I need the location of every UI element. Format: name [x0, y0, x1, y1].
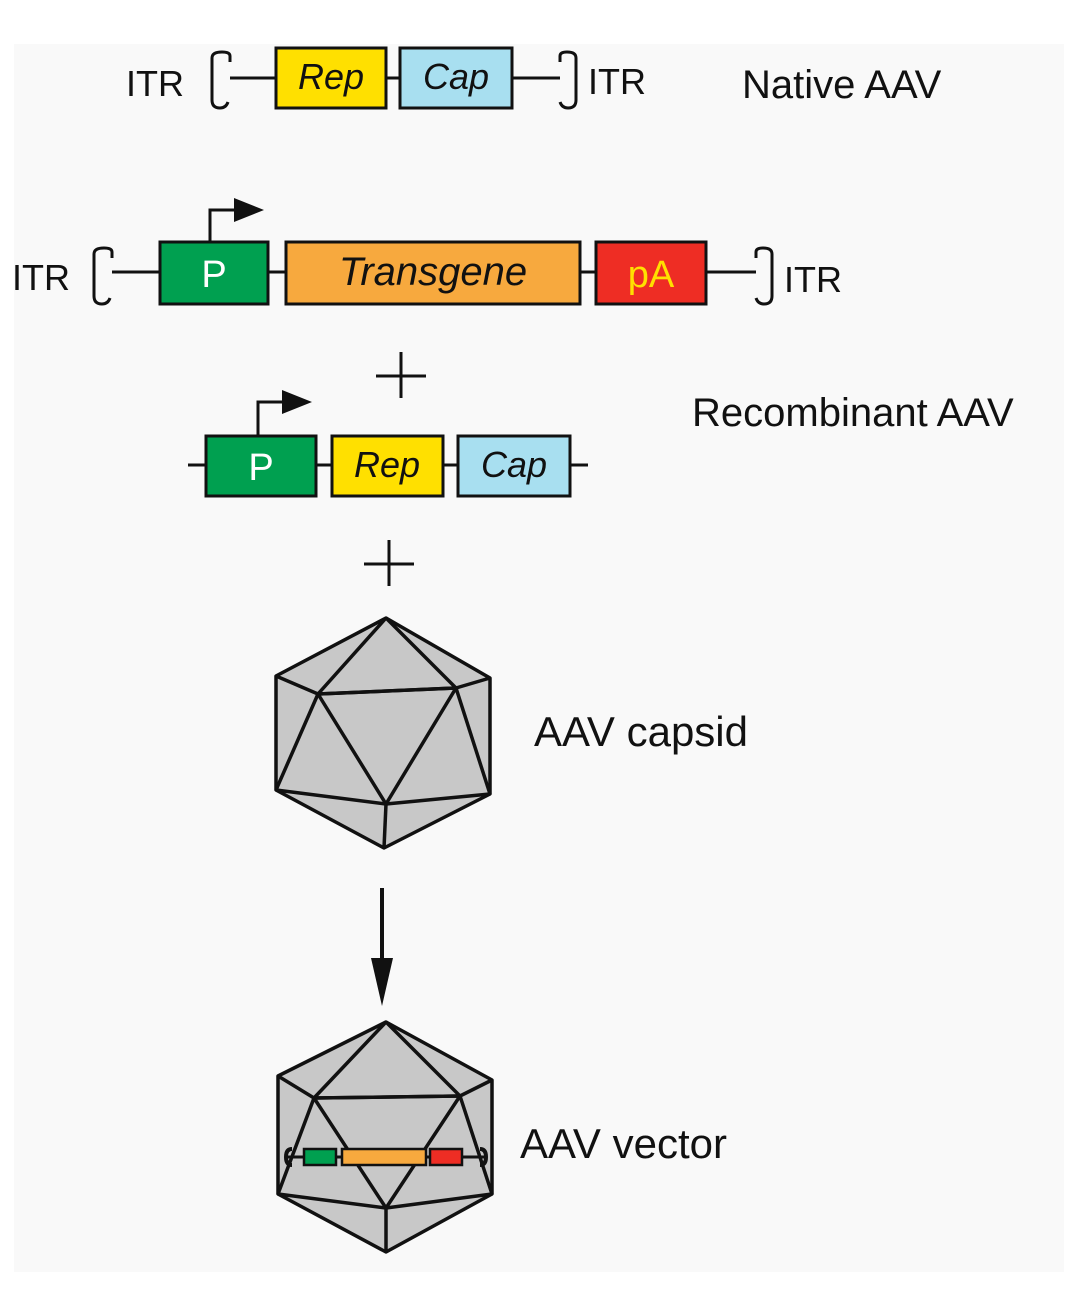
transgene-construct: [92, 198, 774, 306]
transgene-label: Transgene: [339, 250, 527, 294]
polya-box: [594, 240, 708, 306]
down-arrow-icon: [371, 888, 393, 1006]
packaged-transgene-box: [340, 1147, 428, 1167]
helper-rep-label: Rep: [354, 444, 420, 485]
packaged-promoter-box: [302, 1147, 338, 1167]
capsid-icosahedron-icon: [274, 616, 492, 850]
helper-construct: [188, 390, 588, 467]
transgene-itr-left-label: ITR: [12, 257, 70, 298]
native-itr-right-label: ITR: [588, 61, 646, 102]
helper-cap-box: [456, 434, 572, 498]
promoter-arrow-icon: [256, 390, 312, 436]
helper-promoter-label: P: [248, 447, 273, 489]
plus-sign-1: [376, 352, 426, 398]
promoter-arrow-icon: [208, 198, 264, 242]
helper-cap-label: Cap: [481, 444, 547, 485]
capsid-label: AAV capsid: [534, 708, 748, 755]
helper-rep-box: [330, 434, 445, 498]
transgene-box: [284, 240, 582, 306]
native-rep-label: Rep: [298, 56, 364, 97]
itr-left-hairpin-icon: [92, 246, 114, 306]
polya-label: pA: [628, 254, 675, 296]
packaged-genome-icon: [283, 1147, 489, 1167]
native-aav-construct: [210, 50, 578, 110]
native-cap-box: [398, 46, 514, 110]
helper-promoter-box: [204, 434, 318, 498]
packaged-polya-box: [428, 1147, 464, 1167]
transgene-itr-right-label: ITR: [784, 259, 842, 300]
plus-sign-2: [364, 540, 414, 586]
promoter-box: [158, 240, 270, 306]
itr-left-hairpin-icon: [210, 50, 232, 110]
native-rep-box: [274, 46, 388, 110]
native-itr-left-label: ITR: [126, 63, 184, 104]
promoter-label: P: [201, 254, 226, 296]
native-aav-label: Native AAV: [742, 63, 942, 107]
recombinant-aav-label: Recombinant AAV: [692, 391, 1014, 435]
itr-right-hairpin-icon: [754, 246, 774, 306]
vector-icosahedron-icon: [276, 1020, 494, 1254]
native-cap-label: Cap: [423, 56, 489, 97]
itr-right-hairpin-icon: [558, 50, 578, 110]
vector-label: AAV vector: [520, 1120, 727, 1167]
